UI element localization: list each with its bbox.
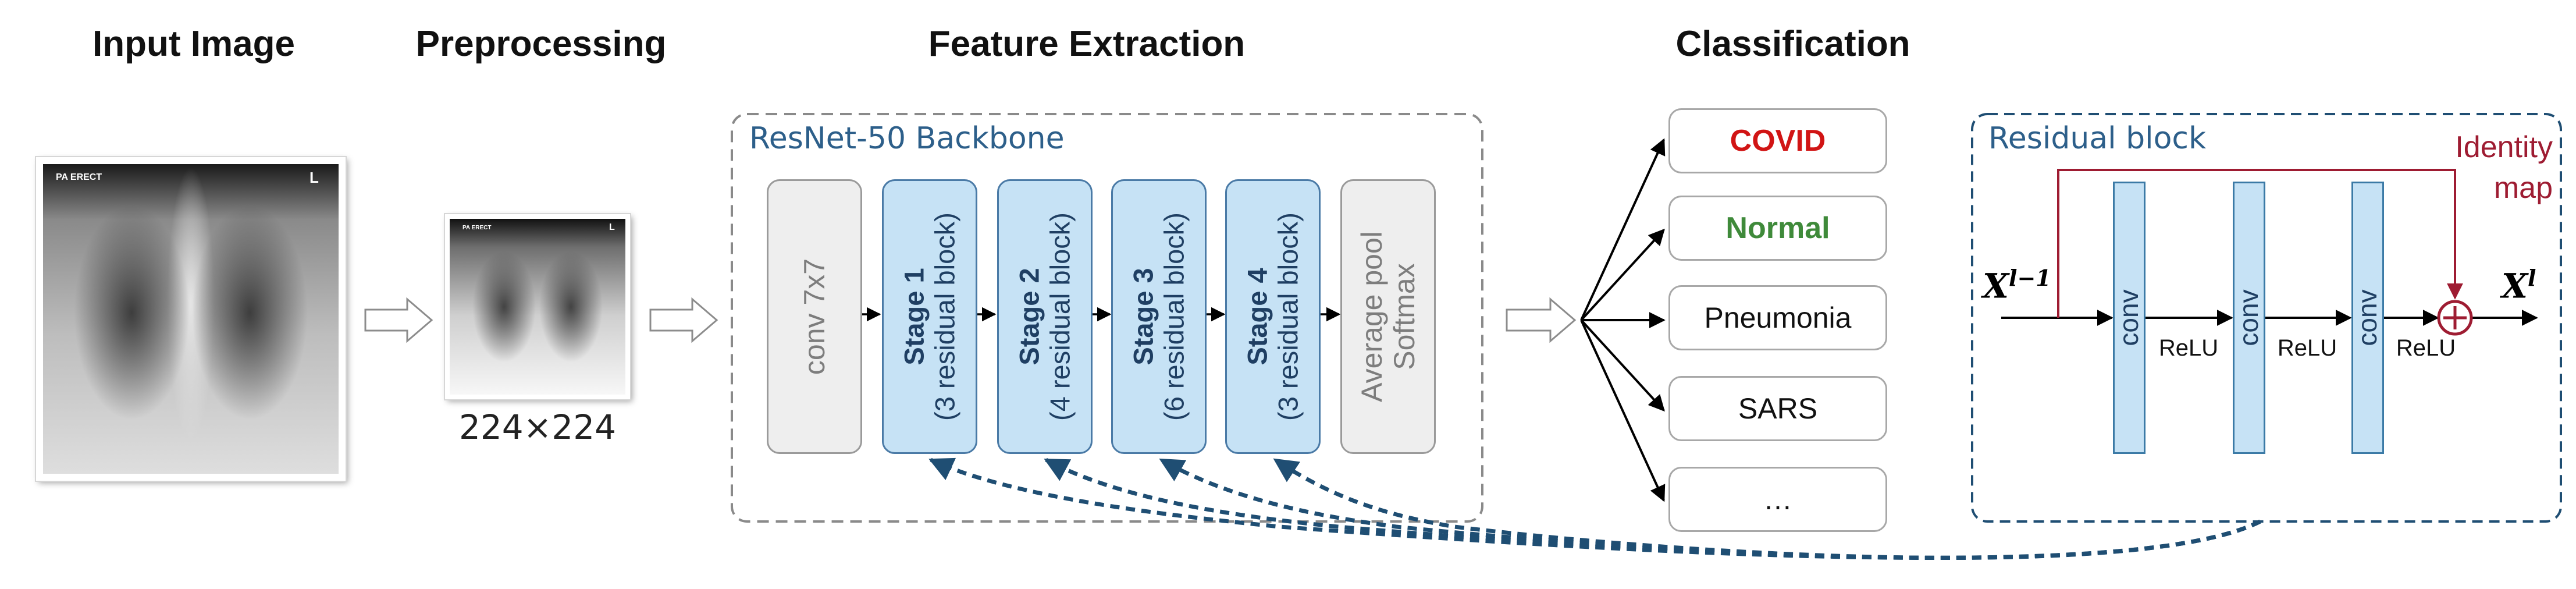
stage-3-block: Stage 3(6 residual block): [1111, 179, 1207, 454]
residual-conv-3: conv: [2351, 182, 2384, 454]
xray-small-tag-left: PA ERECT: [462, 225, 492, 231]
residual-conv-3-label: conv: [2352, 289, 2383, 346]
backbone-frame: [731, 113, 1483, 523]
image-size-label: 224×224: [458, 407, 617, 447]
stage-1-detail: (3 residual block): [929, 212, 960, 421]
input-xray-image: PA ERECT L: [36, 157, 346, 481]
identity-label-line1: Identity: [2455, 130, 2553, 164]
identity-skip-line: [2057, 169, 2463, 318]
xray-tag-left: PA ERECT: [56, 172, 102, 182]
output-var-symbol: X: [2502, 266, 2528, 306]
header-classification: Classification: [1675, 24, 1910, 64]
identity-map-label: Identity map: [2384, 127, 2553, 208]
input-variable: Xl−1: [1983, 265, 2051, 306]
class-more: …: [1668, 467, 1887, 532]
xray-tag-right: L: [309, 169, 319, 186]
input-var-superscript: l−1: [2009, 265, 2051, 291]
sum-node: [2437, 300, 2473, 336]
stage-4-name: Stage 4: [1241, 268, 1273, 366]
conv7x7-label: conv 7x7: [798, 258, 831, 375]
stage-2-block: Stage 2(4 residual block): [997, 179, 1093, 454]
xray-small-tag-right: L: [609, 222, 615, 232]
residual-conv-1: conv: [2113, 182, 2146, 454]
residual-link-curves: [928, 457, 2261, 560]
stage-1-name: Stage 1: [898, 268, 930, 366]
avg-pool-label: Average pool: [1355, 231, 1388, 402]
residual-conv-2: conv: [2233, 182, 2265, 454]
backbone-title: ResNet-50 Backbone: [749, 121, 1065, 156]
residual-frame: [1971, 113, 2562, 523]
stage-3-name: Stage 3: [1127, 268, 1159, 366]
preprocessed-xray-image: PA ERECT L: [445, 214, 630, 399]
stage-4-detail: (3 residual block): [1272, 212, 1303, 421]
class-covid: COVID: [1668, 108, 1887, 173]
conv7x7-block: conv 7x7: [767, 179, 862, 454]
output-variable: Xl: [2502, 265, 2536, 306]
relu-label-1: ReLU: [2158, 335, 2219, 361]
class-normal: Normal: [1668, 196, 1887, 261]
header-preprocessing: Preprocessing: [415, 24, 667, 64]
residual-block-title: Residual block: [1988, 121, 2207, 156]
input-var-symbol: X: [1983, 266, 2009, 306]
step-arrow-2: [649, 297, 718, 343]
residual-conv-1-label: conv: [2114, 289, 2144, 346]
softmax-label: Softmax: [1388, 263, 1421, 370]
step-arrow-1: [364, 297, 433, 343]
output-var-superscript: l: [2528, 265, 2536, 291]
relu-label-3: ReLU: [2396, 335, 2456, 361]
stage-2-name: Stage 2: [1013, 268, 1045, 366]
stage-3-detail: (6 residual block): [1158, 212, 1189, 421]
header-feature-extraction: Feature Extraction: [928, 24, 1246, 64]
stage-1-block: Stage 1(3 residual block): [882, 179, 977, 454]
class-sars: SARS: [1668, 376, 1887, 441]
header-input-image: Input Image: [92, 24, 295, 64]
class-pneumonia: Pneumonia: [1668, 285, 1887, 350]
stage-2-detail: (4 residual block): [1044, 212, 1075, 421]
stage-4-block: Stage 4(3 residual block): [1225, 179, 1321, 454]
step-arrow-3: [1506, 297, 1577, 343]
identity-label-line2: map: [2493, 171, 2553, 205]
residual-conv-2-label: conv: [2233, 289, 2264, 346]
fan-out-arrows: [1580, 138, 1666, 502]
relu-label-2: ReLU: [2277, 335, 2337, 361]
